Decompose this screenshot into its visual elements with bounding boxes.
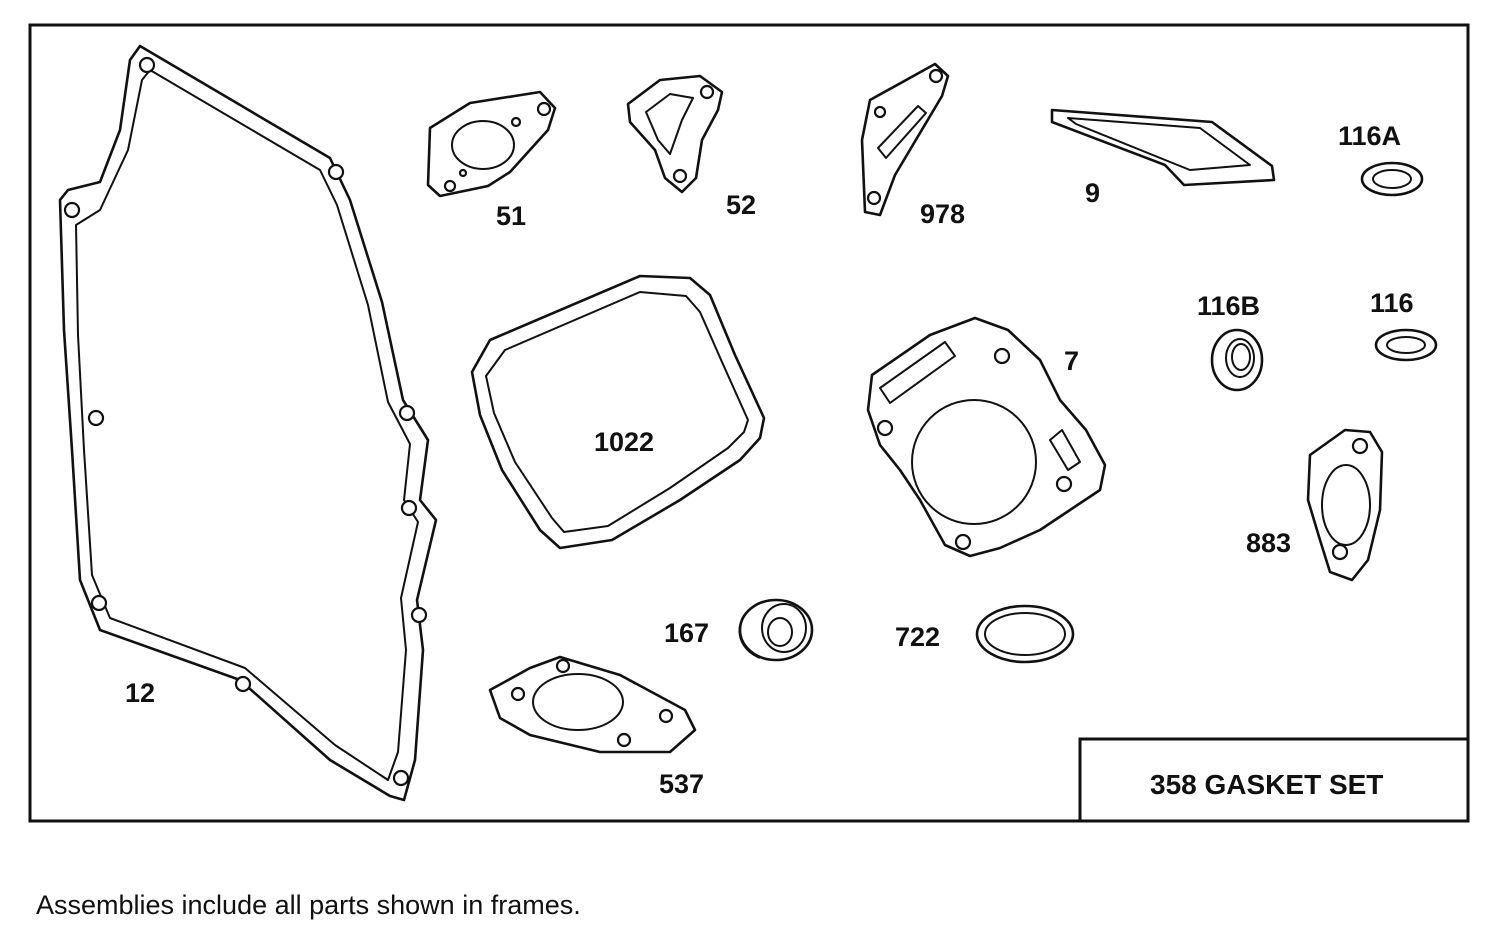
label-116b: 116B	[1197, 291, 1260, 321]
gasket-883	[1306, 428, 1384, 582]
label-167: 167	[664, 618, 709, 648]
seal-116b	[1210, 328, 1264, 392]
footnote: Assemblies include all parts shown in fr…	[36, 890, 581, 920]
seal-167	[738, 598, 814, 662]
label-883: 883	[1246, 528, 1291, 558]
kit-title: 358 GASKET SET	[1150, 769, 1383, 800]
diagram-frame	[28, 23, 1470, 823]
kit-title-box	[1078, 737, 1470, 823]
label-722: 722	[895, 622, 940, 652]
gasket-978	[860, 62, 950, 217]
label-7: 7	[1064, 346, 1079, 376]
gasket-51	[426, 90, 557, 198]
gasket-1022	[470, 274, 766, 550]
label-116a: 116A	[1338, 121, 1401, 151]
gasket-12	[58, 44, 438, 802]
gasket-7	[866, 316, 1107, 558]
label-52: 52	[726, 190, 756, 220]
oring-722	[975, 604, 1075, 664]
label-1022: 1022	[594, 427, 654, 457]
label-9: 9	[1085, 178, 1100, 208]
gasket-537	[488, 655, 697, 754]
label-51: 51	[496, 201, 526, 231]
label-978: 978	[920, 199, 965, 229]
label-12: 12	[125, 678, 155, 708]
gasket-set-diagram: 358 GASKET SET 12 51 52	[28, 23, 1470, 823]
label-537: 537	[659, 769, 704, 799]
seal-116a	[1360, 161, 1424, 197]
gasket-52	[626, 74, 724, 194]
gasket-9	[1050, 108, 1276, 187]
seal-116	[1374, 328, 1438, 362]
label-116: 116	[1370, 288, 1414, 318]
